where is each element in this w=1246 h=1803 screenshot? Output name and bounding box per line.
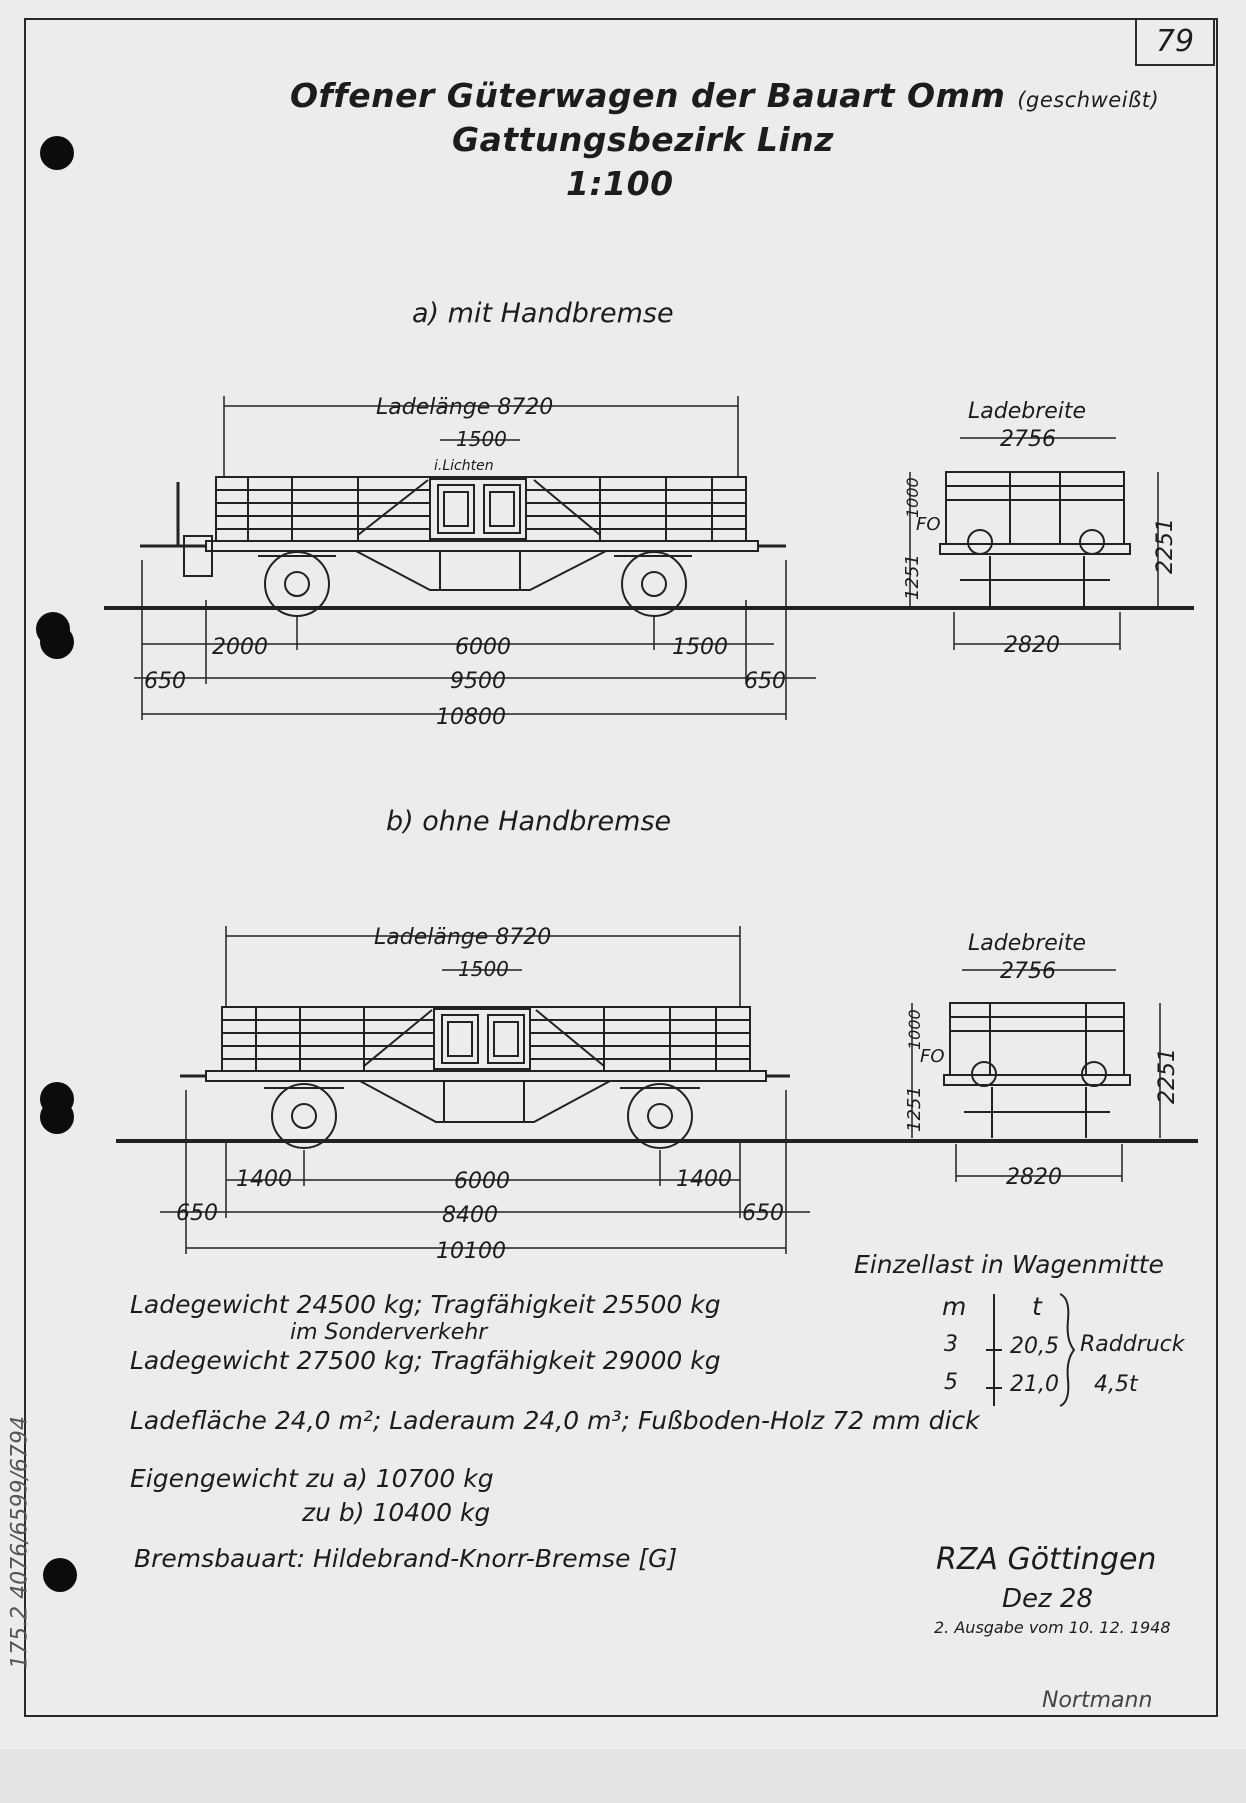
- end-b-1251: 1251: [904, 1086, 925, 1132]
- einzellast-bracket: [986, 1293, 1076, 1407]
- dim-a-door: 1500: [456, 427, 507, 451]
- wheel-right-b: [627, 1083, 693, 1149]
- punch-hole-3b: [40, 1100, 74, 1134]
- footer-date: Dez 28: [1002, 1584, 1094, 1614]
- dim-b-1400-right: 1400: [676, 1167, 732, 1192]
- end-a-1251: 1251: [902, 554, 923, 600]
- dimensions-a: [134, 396, 816, 720]
- end-a-2756: 2756: [1000, 427, 1056, 452]
- end-b-2756: 2756: [1000, 959, 1056, 984]
- end-b-fo: FO: [920, 1046, 945, 1067]
- dim-a-10800: 10800: [436, 705, 506, 730]
- dim-a-650-left: 650: [144, 669, 186, 694]
- footer-edition: 2. Ausgabe vom 10. 12. 1948: [934, 1618, 1171, 1637]
- dim-a-door-note: i.Lichten: [434, 458, 494, 474]
- einzellast-col-m: m: [942, 1292, 967, 1321]
- section-b-heading: b) ohne Handbremse: [386, 806, 672, 837]
- wagon-drawing-b: Ladelänge 8720 1500 1400 6000 1400 650 8…: [116, 925, 1198, 1260]
- dim-b-door: 1500: [458, 957, 509, 981]
- dim-a-1500: 1500: [672, 635, 728, 660]
- drawing-sheet: 79 175.2 4076/6599/6794 Offener Güterwag…: [7, 18, 1218, 1717]
- end-a-1000: 1000: [903, 477, 922, 518]
- punch-hole-4: [43, 1558, 77, 1592]
- wheel-hub-left-a: [284, 571, 310, 597]
- end-b-1000: 1000: [905, 1009, 924, 1050]
- end-a-ladebreite: Ladebreite: [968, 399, 1086, 424]
- dim-a-6000: 6000: [455, 635, 511, 660]
- dimensions-b: [160, 926, 810, 1254]
- einzellast-row1-m: 3: [944, 1332, 958, 1357]
- end-view-b: [911, 969, 1161, 1182]
- einzellast-row2-m: 5: [944, 1370, 958, 1395]
- dim-b-10100: 10100: [436, 1239, 506, 1260]
- spec-line-3: Ladegewicht 27500 kg; Tragfähigkeit 2900…: [130, 1346, 721, 1375]
- dim-b-650-right: 650: [742, 1201, 784, 1226]
- end-a-fo: FO: [916, 514, 941, 535]
- punch-hole-1: [40, 136, 74, 170]
- dim-b-650-left: 650: [176, 1201, 218, 1226]
- truss-a: [355, 550, 607, 591]
- spec-line-2: im Sonderverkehr: [290, 1320, 488, 1345]
- wheel-hub-left-b: [291, 1103, 317, 1129]
- title-scale: 1:100: [566, 164, 674, 203]
- brake-platform-a: [183, 535, 213, 577]
- end-view-a: [909, 437, 1159, 650]
- spec-line-6: zu b) 10400 kg: [302, 1498, 491, 1527]
- underframe-b: [205, 1070, 767, 1082]
- spec-line-5: Eigengewicht zu a) 10700 kg: [130, 1464, 494, 1493]
- footer-signature: Nortmann: [1042, 1688, 1153, 1713]
- sheet-frame: [24, 18, 1218, 1717]
- einzellast-row1-t: 20,5: [1010, 1334, 1059, 1359]
- truss-b: [359, 1080, 611, 1123]
- dim-b-1400-left: 1400: [236, 1167, 292, 1192]
- einzellast-col-t: t: [1032, 1292, 1042, 1321]
- door-a: [429, 478, 527, 540]
- wheel-left-b: [271, 1083, 337, 1149]
- einzellast-row2-t: 21,0: [1010, 1372, 1059, 1397]
- footer-office: RZA Göttingen: [936, 1542, 1157, 1577]
- dim-a-9500: 9500: [450, 669, 506, 694]
- dim-a-650-right: 650: [744, 669, 786, 694]
- punch-hole-2b: [40, 625, 74, 659]
- end-b-2820: 2820: [1006, 1165, 1062, 1190]
- dim-b-ladelaenge: Ladelänge 8720: [374, 925, 551, 950]
- page-number: 79: [1135, 18, 1215, 66]
- title-suffix: (geschweißt): [1017, 88, 1160, 112]
- section-a-heading: a) mit Handbremse: [412, 298, 674, 329]
- wheel-hub-right-b: [647, 1103, 673, 1129]
- end-b-ladebreite: Ladebreite: [968, 931, 1086, 956]
- spec-line-7: Bremsbauart: Hildebrand-Knorr-Bremse [G]: [134, 1544, 678, 1573]
- wagon-drawing-a: Ladelänge 8720 1500 i.Lichten 2000 6000 …: [104, 395, 1194, 730]
- dim-a-ladelaenge: Ladelänge 8720: [376, 395, 553, 420]
- einzellast-raddruck: Raddruck: [1080, 1332, 1185, 1357]
- einzellast-heading: Einzellast in Wagenmitte: [854, 1250, 1164, 1279]
- end-b-2251: 2251: [1155, 1048, 1180, 1104]
- einzellast-raddruck-value: 4,5t: [1094, 1372, 1138, 1397]
- dim-b-6000: 6000: [454, 1169, 510, 1194]
- margin-note: 175.2 4076/6599/6794: [7, 1416, 33, 1669]
- wheel-hub-right-a: [641, 571, 667, 597]
- dim-b-8400: 8400: [442, 1203, 498, 1228]
- title-line-1: Offener Güterwagen der Bauart Omm (gesch…: [290, 76, 1159, 115]
- end-a-2820: 2820: [1004, 633, 1060, 658]
- title-line-2: Gattungsbezirk Linz: [452, 120, 834, 159]
- dim-a-2000: 2000: [212, 635, 268, 660]
- end-a-2251: 2251: [1153, 518, 1178, 574]
- spec-line-4: Ladefläche 24,0 m²; Laderaum 24,0 m³; Fu…: [130, 1406, 980, 1435]
- title-text: Offener Güterwagen der Bauart Omm: [290, 76, 1006, 115]
- door-b: [433, 1008, 531, 1070]
- spec-line-1: Ladegewicht 24500 kg; Tragfähigkeit 2550…: [130, 1290, 721, 1319]
